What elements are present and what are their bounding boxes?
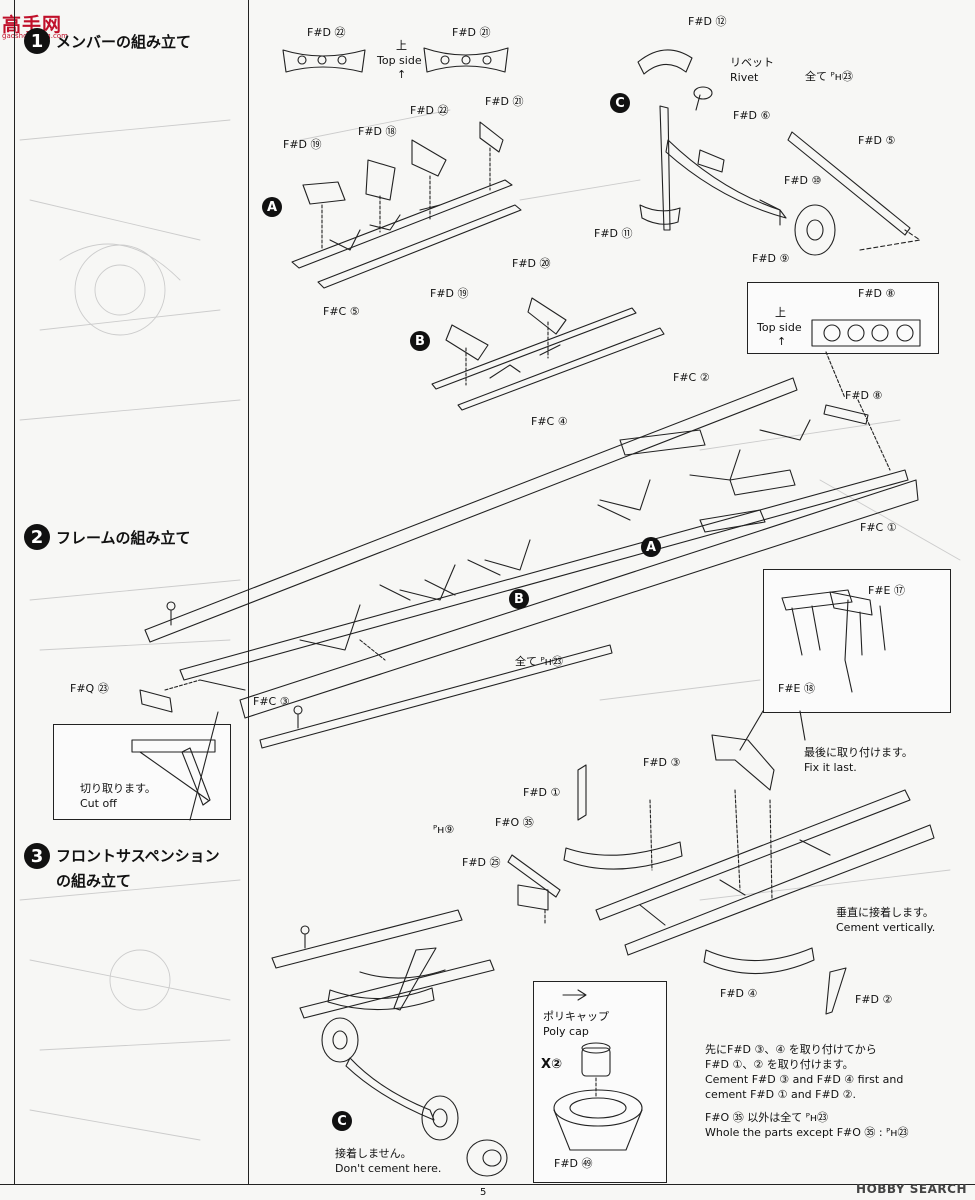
part-label-fd10: F#D ⑩ <box>784 174 822 187</box>
poly-cap-qty: X② <box>541 1057 563 1072</box>
part-label-fd25: F#D ㉕ <box>462 856 501 869</box>
part-label-fd8: F#D ⑧ <box>845 389 883 402</box>
part-label-fc2: F#C ② <box>673 371 710 384</box>
order-note-jp-1: 先にF#D ③、④ を取り付けてから <box>705 1043 877 1056</box>
part-label-fo35: F#O ㉟ <box>495 816 534 829</box>
part-label-fd19-a: F#D ⑲ <box>283 138 322 151</box>
part-label-fd20: F#D ⑳ <box>512 257 551 270</box>
rivet-label-en: Rivet <box>730 71 759 84</box>
part-label-fd11: F#D ⑪ <box>594 227 633 240</box>
subassembly-a-marker: A <box>262 197 282 217</box>
order-note-jp-2: F#D ①、② を取り付けます。 <box>705 1058 854 1071</box>
part-label-fd22: F#D ㉒ <box>410 104 449 117</box>
poly-cap-label-jp: ポリキャップ <box>543 1010 609 1023</box>
cement-vertically-jp: 垂直に接着します。 <box>836 906 934 919</box>
part-label-fq23: F#Q ㉓ <box>70 682 109 695</box>
top-side-label-en: Top side <box>377 54 422 67</box>
part-label-fd6: F#D ⑥ <box>733 109 771 122</box>
part-label-fd12: F#D ⑫ <box>688 15 727 28</box>
poly-cap-label-en: Poly cap <box>543 1025 589 1038</box>
part-label-fc4: F#C ④ <box>531 415 568 428</box>
fe-parts-inset-box <box>763 569 951 713</box>
step-1-title: 1 メンバーの組み立て <box>24 28 191 54</box>
part-label-fd21: F#D ㉑ <box>485 95 524 108</box>
cement-all-ph23-frame: 全て ᴾʜ㉓ <box>515 655 563 668</box>
left-column-divider <box>248 0 249 1185</box>
part-label-fd8-box: F#D ⑧ <box>858 287 896 300</box>
suspension-c-marker: C <box>332 1111 352 1131</box>
top-side-inset-box <box>747 282 939 354</box>
part-label-fd4: F#D ④ <box>720 987 758 1000</box>
part-label-fd9: F#D ⑨ <box>752 252 790 265</box>
poly-cap-inset-box <box>533 981 667 1183</box>
subassembly-b-marker: B <box>410 331 430 351</box>
top-side2-label-en: Top side <box>757 321 802 334</box>
cement-vertically-en: Cement vertically. <box>836 921 936 934</box>
part-label-fd1: F#D ① <box>523 786 561 799</box>
order-note-en-2: cement F#D ① and F#D ②. <box>705 1088 857 1101</box>
cut-off-label-jp: 切り取ります。 <box>80 782 156 795</box>
except-note-en: Whole the parts except F#O ㉟ : ᴾʜ㉓ <box>705 1126 909 1139</box>
top-side2-label-jp: 上 <box>775 306 786 319</box>
step-1-number: 1 <box>24 28 50 54</box>
site-logo: 高手网 <box>2 14 63 36</box>
step-3-label-line2: の組み立て <box>56 872 132 890</box>
frame-b-marker: B <box>509 589 529 609</box>
part-label-fd19-b: F#D ⑲ <box>430 287 469 300</box>
step-3-title: 3 フロントサスペンション の組み立て <box>24 843 220 891</box>
step-1-label: メンバーの組み立て <box>56 32 192 51</box>
part-label-fe17: F#E ⑰ <box>868 584 905 597</box>
part-label-fe18: F#E ⑱ <box>778 682 815 695</box>
step-2-label: フレームの組み立て <box>56 528 191 547</box>
frame-a-marker: A <box>641 537 661 557</box>
rivet-label-jp: リベット <box>730 56 774 69</box>
part-label-fd49: F#D ㊾ <box>554 1157 593 1170</box>
step-2-title: 2 フレームの組み立て <box>24 524 191 550</box>
part-label-fc1: F#C ① <box>860 521 897 534</box>
bottom-rule <box>0 1184 975 1185</box>
part-label-fd18: F#D ⑱ <box>358 125 397 138</box>
step-2-number: 2 <box>24 524 50 550</box>
left-edge-rule <box>14 0 15 1185</box>
part-label-fd2: F#D ② <box>855 993 893 1006</box>
cement-all-ph23-c: 全て ᴾʜ㉓ <box>805 70 853 83</box>
subassembly-c-marker: C <box>610 93 630 113</box>
part-label-fd3: F#D ③ <box>643 756 681 769</box>
hobby-search-watermark: HOBBY SEARCH <box>856 1182 967 1196</box>
part-label-fc3: F#C ③ <box>253 695 290 708</box>
cut-off-label-en: Cut off <box>80 797 117 810</box>
top-side2-arrow: ↑ <box>777 335 787 348</box>
part-label-fc5: F#C ⑤ <box>323 305 360 318</box>
except-note-jp: F#O ㉟ 以外は全て ᴾʜ㉓ <box>705 1111 829 1124</box>
step-3-number: 3 <box>24 843 50 869</box>
page-number: 5 <box>480 1187 487 1198</box>
dont-cement-label-en: Don't cement here. <box>335 1162 442 1175</box>
top-side-arrow: ↑ <box>397 68 407 81</box>
fix-last-label-jp: 最後に取り付けます。 <box>804 746 913 759</box>
step-3-label-line1: フロントサスペンション <box>56 847 220 865</box>
top-side-label-jp: 上 <box>396 39 407 52</box>
order-note-en-1: Cement F#D ③ and F#D ④ first and <box>705 1073 904 1086</box>
part-label-fd22-top: F#D ㉒ <box>307 26 346 39</box>
part-label-ph9: ᴾʜ⑨ <box>433 823 455 836</box>
dont-cement-label-jp: 接着しません。 <box>335 1147 412 1160</box>
part-label-fd21-top: F#D ㉑ <box>452 26 491 39</box>
fix-last-label-en: Fix it last. <box>804 761 857 774</box>
part-label-fd5: F#D ⑤ <box>858 134 896 147</box>
